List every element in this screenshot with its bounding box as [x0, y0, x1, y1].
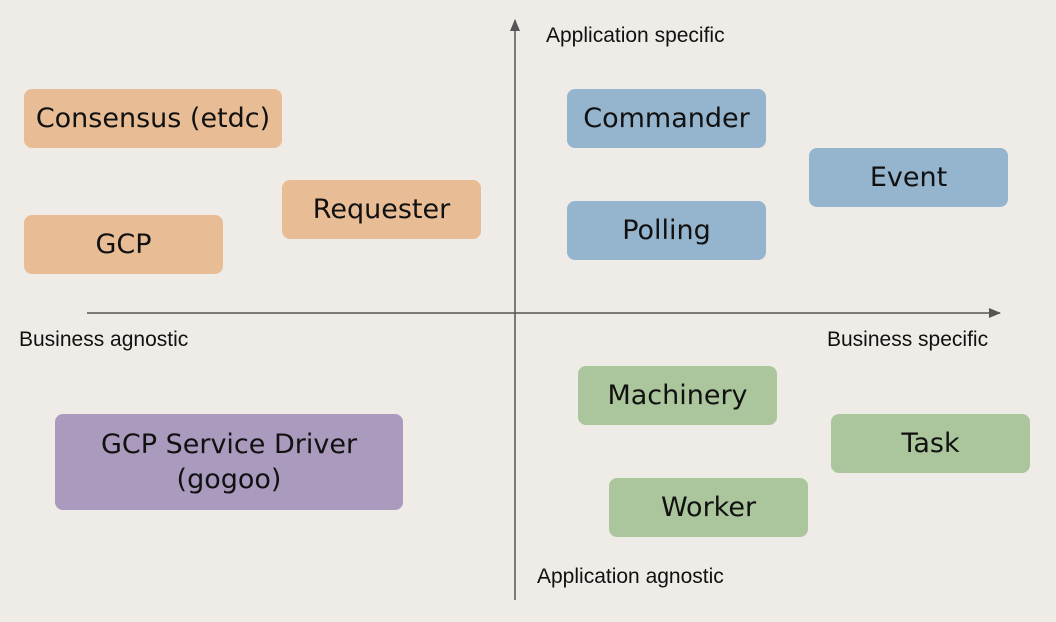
box-task-label: Task: [901, 427, 960, 459]
box-worker: Worker: [609, 478, 808, 537]
axis-label-right: Business specific: [827, 328, 989, 351]
axis-label-left: Business agnostic: [19, 328, 189, 351]
box-machinery-label: Machinery: [607, 379, 748, 411]
box-event-label: Event: [869, 161, 948, 193]
box-commander: Commander: [567, 89, 766, 148]
box-task: Task: [831, 414, 1030, 473]
box-requester: Requester: [282, 180, 481, 239]
box-gcp-service-driver-sublabel: (gogoo): [176, 464, 282, 495]
box-polling: Polling: [567, 201, 766, 260]
box-gcp-service-driver-label: GCP Service Driver: [100, 428, 358, 460]
box-commander-label: Commander: [583, 102, 750, 134]
box-machinery: Machinery: [578, 366, 777, 425]
box-gcp-label: GCP: [95, 228, 152, 260]
box-consensus-label: Consensus (etdc): [35, 102, 271, 134]
box-event: Event: [809, 148, 1008, 207]
box-worker-label: Worker: [660, 491, 757, 523]
box-gcp: GCP: [24, 215, 223, 274]
box-requester-label: Requester: [312, 193, 451, 225]
box-consensus: Consensus (etdc): [24, 89, 282, 148]
axis-label-top: Application specific: [546, 24, 725, 47]
box-polling-label: Polling: [622, 214, 711, 246]
box-gcp-service-driver: GCP Service Driver (gogoo): [55, 414, 403, 510]
axis-label-bottom: Application agnostic: [537, 565, 724, 588]
